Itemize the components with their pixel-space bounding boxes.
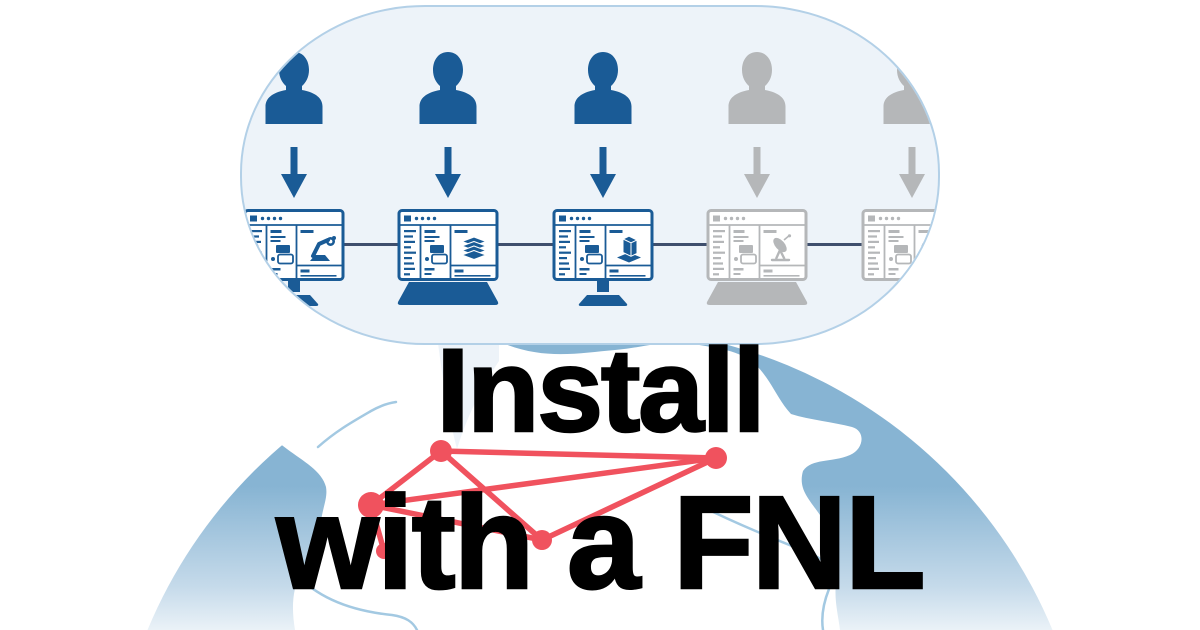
laptop-icon — [706, 209, 808, 305]
bubble-columns — [242, 7, 938, 343]
user-column-1 — [242, 7, 369, 343]
network-node-A — [430, 440, 452, 462]
down-arrow-icon — [281, 147, 307, 198]
user-column-5 — [837, 7, 938, 343]
user-column-2 — [373, 7, 523, 343]
speech-bubble — [240, 5, 940, 345]
down-arrow-icon — [899, 147, 925, 198]
laptop-icon — [397, 209, 499, 305]
heading-line-1: Install — [435, 325, 766, 457]
down-arrow-icon — [590, 147, 616, 198]
river-lines — [294, 400, 833, 630]
user-column-3 — [528, 7, 678, 343]
user-icon — [265, 52, 323, 124]
user-icon — [883, 52, 938, 124]
network-node-D — [532, 530, 552, 550]
desktop-monitor-icon — [861, 209, 938, 306]
down-arrow-icon — [744, 147, 770, 198]
network-edge-BD — [368, 502, 545, 543]
user-column-4 — [682, 7, 832, 343]
wall-icon — [617, 235, 641, 263]
network-node-C — [705, 447, 727, 469]
speech-bubble-tail — [437, 335, 499, 449]
user-icon — [728, 52, 786, 124]
user-icon — [574, 52, 632, 124]
map-pin-icon — [929, 237, 938, 261]
network-edge-BC — [368, 455, 719, 508]
robot-arm-icon — [310, 236, 336, 261]
down-arrow-icon — [435, 147, 461, 198]
desktop-monitor-icon — [243, 209, 345, 306]
network-edge-DC — [539, 455, 719, 543]
heading-line-2: with a FNL — [275, 469, 927, 616]
user-icon — [419, 52, 477, 124]
network-edge-AB — [368, 448, 444, 508]
network-node-B — [358, 492, 384, 518]
network-edge-AC — [438, 448, 719, 461]
satellite-dish-icon — [770, 234, 792, 262]
desktop-monitor-icon — [552, 209, 654, 306]
layers-icon — [460, 236, 488, 261]
network-edge-AD — [438, 448, 545, 543]
network-node-E — [376, 543, 392, 559]
country-map — [247, 342, 862, 630]
